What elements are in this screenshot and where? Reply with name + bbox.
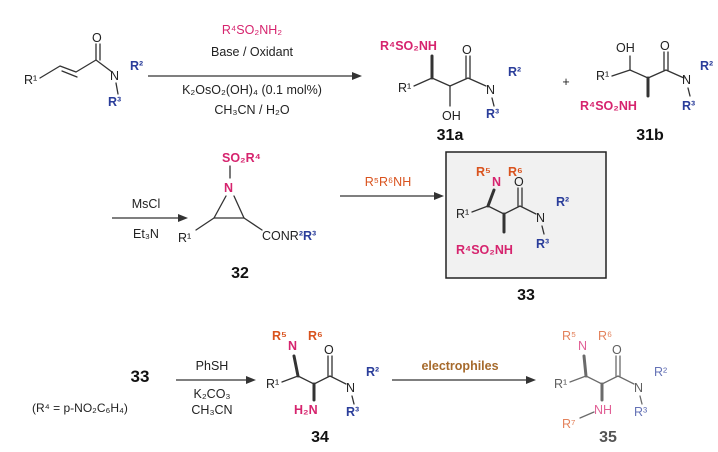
atom-r1: R¹ [266,377,279,391]
atom-r4so2nh: R⁴SO₂NH [456,243,513,257]
plus-sign: + [562,75,569,89]
reagent-ch3cn: CH₃CN [191,403,232,417]
product-34: R⁵ N R⁶ R¹ O N R² R³ H₂N 34 [266,329,379,446]
atom-r2: R² [130,59,143,73]
amide-group: CONR²R³ [262,229,316,243]
reagent-sulfonamide: R⁴SO₂NH₂ [222,23,282,37]
atom-r3: R³ [486,107,499,121]
atom-r1: R¹ [596,69,609,83]
reaction-arrow-4: PhSH K₂CO₃ CH₃CN [176,359,256,417]
atom-r2: R² [556,195,569,209]
compound-label-34: 34 [311,429,329,446]
reagent-solvent: CH₃CN / H₂O [214,103,289,117]
reaction-arrow-2: MsCl Et₃N [112,197,188,241]
atom-r4so2nh: R⁴SO₂NH [380,39,437,53]
reagent-mscl: MsCl [132,197,160,211]
atom-n: N [634,381,643,395]
atom-r2: R² [700,59,713,73]
atom-r5: R⁵ [272,329,287,343]
reaction-arrow-5: electrophiles [392,359,536,384]
reaction-arrow-3: R⁵R⁶NH [340,175,444,200]
atom-n: N [224,181,233,195]
compound-label-32: 32 [231,265,249,282]
atom-r6: R⁶ [598,329,612,343]
atom-r1: R¹ [24,73,37,87]
aziridine-32: SO₂R⁴ N R¹ CONR²R³ 32 [178,151,316,282]
atom-so2r4: SO₂R⁴ [222,151,261,165]
atom-o: O [324,343,334,357]
atom-n: N [578,339,587,353]
atom-r1: R¹ [456,207,469,221]
atom-r6: R⁶ [508,165,523,179]
compound-label-35: 35 [599,429,617,446]
reaction-arrow-1: R⁴SO₂NH₂ Base / Oxidant K₂OsO₂(OH)₄ (0.1… [148,23,362,117]
atom-n: N [536,211,545,225]
atom-n: N [682,73,691,87]
reagent-osmium-catalyst: K₂OsO₂(OH)₄ (0.1 mol%) [182,83,322,97]
atom-r6: R⁶ [308,329,323,343]
atom-r3: R³ [108,95,121,109]
atom-h2n: H₂N [294,403,318,417]
reagent-base-oxidant: Base / Oxidant [211,45,294,59]
product-31a: R⁴SO₂NH R¹ O OH N R² R³ 31a [380,39,521,144]
atom-r5: R⁵ [562,329,576,343]
product-33-box: R⁵ N R⁶ R¹ O N R² R³ R⁴SO₂NH 33 [445,151,607,304]
amide-group-r2r3: ²R³ [299,229,316,243]
reagent-et3n: Et₃N [133,227,159,241]
atom-n: N [288,339,297,353]
atom-r3: R³ [634,405,647,419]
atom-r5: R⁵ [476,165,491,179]
atom-oh: OH [442,109,461,123]
atom-oh: OH [616,41,635,55]
atom-nh: NH [594,403,612,417]
atom-r3: R³ [346,405,359,419]
starting-acrylamide: R¹ O N R² R³ [24,31,143,109]
atom-o: O [514,175,524,189]
atom-n: N [346,381,355,395]
atom-r3: R³ [682,99,695,113]
atom-r7: R⁷ [562,417,576,431]
atom-r1: R¹ [554,377,567,391]
atom-n: N [486,83,495,97]
atom-o: O [660,39,670,53]
atom-r3: R³ [536,237,549,251]
compound-label-31a: 31a [437,127,464,144]
amide-group-cone: CONR [262,229,299,243]
product-35: R⁵ N R⁶ R¹ O N R² R³ NH R⁷ 35 [554,329,667,446]
reagent-k2co3: K₂CO₃ [193,387,230,401]
atom-o: O [92,31,102,45]
atom-o: O [612,343,622,357]
atom-r1: R¹ [178,231,191,245]
compound-label-31b: 31b [636,127,664,144]
atom-r2: R² [654,365,667,379]
atom-r2: R² [366,365,379,379]
atom-n: N [110,69,119,83]
r4-definition-note: (R⁴ = p-NO₂C₆H₄) [32,401,128,415]
atom-n: N [492,175,501,189]
reagent-phsh: PhSH [196,359,229,373]
reagent-electrophiles: electrophiles [421,359,498,373]
start-label-33: 33 [131,367,150,386]
highlight-box [445,151,607,279]
atom-r2: R² [508,65,521,79]
atom-r4so2nh: R⁴SO₂NH [580,99,637,113]
atom-r1: R¹ [398,81,411,95]
product-31b: OH R¹ O N R² R³ R⁴SO₂NH 31b [580,39,713,144]
atom-o: O [462,43,472,57]
compound-label-33: 33 [517,287,535,304]
reagent-amine: R⁵R⁶NH [365,175,411,189]
